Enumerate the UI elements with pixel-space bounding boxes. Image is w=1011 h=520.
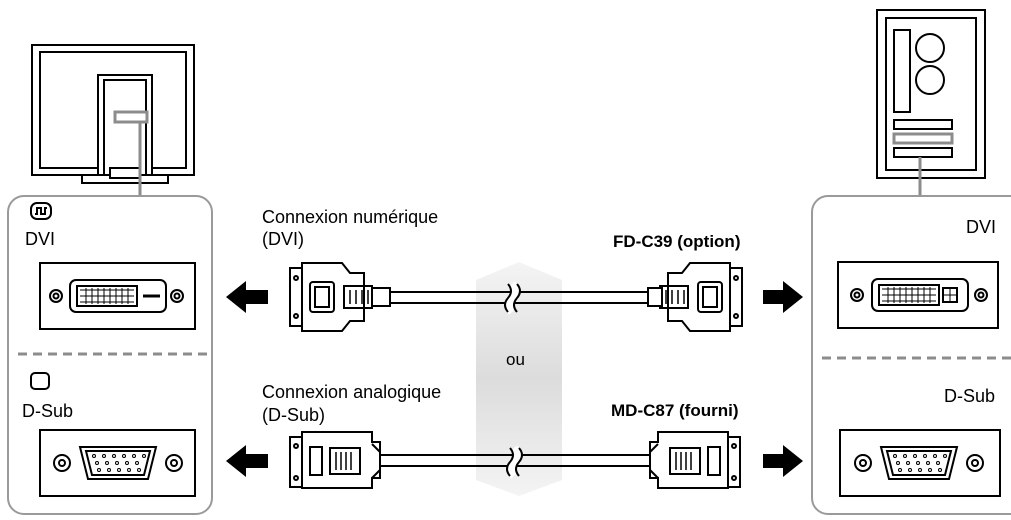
arrow-left-dvi bbox=[226, 281, 268, 313]
monitor-port-panel bbox=[7, 195, 213, 515]
dsub-cable bbox=[289, 431, 741, 489]
monitor-dsub-port bbox=[39, 429, 196, 497]
monitor-dvi-port bbox=[39, 262, 196, 330]
pc-dvi-port bbox=[837, 261, 999, 329]
dsub-cable-name: MD-C87 (fourni) bbox=[611, 401, 739, 420]
dsub-connector-right bbox=[649, 431, 741, 489]
or-separator: ou bbox=[506, 350, 525, 369]
digital-connection-title: Connexion numérique bbox=[262, 207, 439, 227]
pc-dsub-port bbox=[839, 429, 1001, 497]
analog-connection-subtitle: (D-Sub) bbox=[262, 405, 326, 425]
pc-dvi-label: DVI bbox=[966, 217, 997, 237]
dvi-cable bbox=[289, 262, 743, 332]
dvi-connector-right bbox=[647, 262, 743, 332]
dvi-cable-name: FD-C39 (option) bbox=[613, 232, 741, 251]
analog-input-icon bbox=[30, 372, 50, 390]
digital-input-icon bbox=[30, 202, 52, 220]
alternative-band bbox=[476, 262, 562, 496]
pc-dsub-label: D-Sub bbox=[944, 386, 996, 406]
dsub-connector-left bbox=[289, 431, 381, 489]
arrow-left-dsub bbox=[226, 445, 268, 477]
arrow-right-dsub bbox=[763, 445, 803, 477]
analog-connection-title: Connexion analogique bbox=[262, 382, 442, 402]
arrow-right-dvi bbox=[763, 281, 803, 313]
dvi-connector-left bbox=[289, 262, 391, 332]
digital-connection-subtitle: (DVI) bbox=[262, 229, 304, 249]
monitor-dsub-label: D-Sub bbox=[22, 401, 74, 421]
pc-tower-illustration bbox=[876, 9, 986, 179]
monitor-illustration bbox=[31, 44, 195, 184]
monitor-dvi-label: DVI bbox=[25, 229, 56, 249]
pc-port-panel bbox=[811, 195, 1011, 515]
